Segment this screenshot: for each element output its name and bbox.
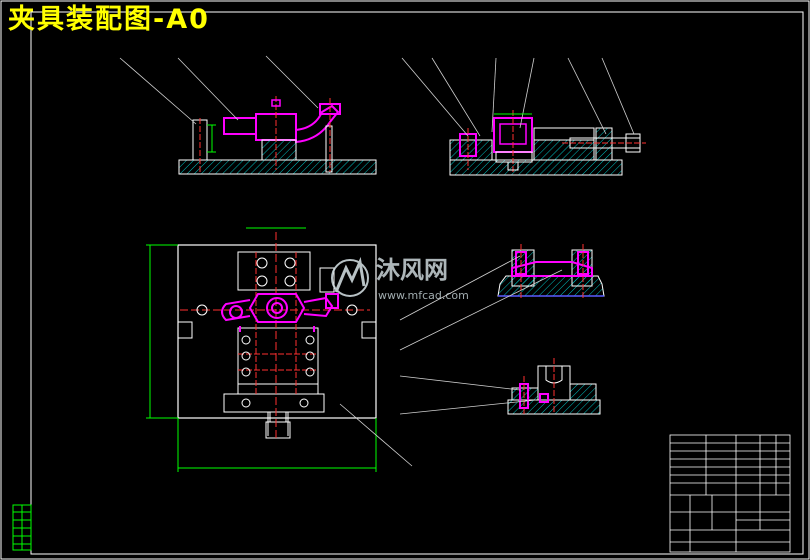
inner-frame <box>30 11 804 555</box>
knob <box>265 421 291 439</box>
leader-line <box>399 375 521 391</box>
top-view <box>146 227 413 472</box>
leader-line <box>401 57 469 137</box>
clamp-arm <box>223 117 257 135</box>
front-view <box>119 55 377 175</box>
workpiece-arm <box>295 104 340 144</box>
leader-line <box>519 57 535 129</box>
watermark-brand: 沐风网 <box>376 256 448 284</box>
leader-line <box>491 57 497 133</box>
leader-line <box>399 399 537 415</box>
side-view <box>401 57 646 176</box>
title-block <box>669 434 791 553</box>
drawing-title: 夹具装配图-A0 <box>8 4 210 35</box>
base-plate-section <box>449 159 623 176</box>
upper-block <box>237 251 311 291</box>
leader-line <box>119 57 197 125</box>
leader-line <box>339 403 413 467</box>
leader-line <box>399 269 563 351</box>
leader-line <box>399 255 521 321</box>
mfcad-logo-icon <box>331 256 369 297</box>
pin-support <box>325 125 333 173</box>
leader-line <box>177 57 239 121</box>
workpiece-top <box>221 293 339 332</box>
leader-line <box>265 55 319 109</box>
base-plate-section <box>178 159 377 175</box>
watermark-url: www.mfcad.com <box>378 289 469 302</box>
section-view-upper <box>399 244 605 351</box>
locating-block <box>261 139 297 161</box>
binding-margin-block <box>12 504 32 551</box>
leader-line <box>567 57 607 135</box>
leader-line <box>601 57 635 135</box>
leader-line <box>431 57 481 137</box>
section-view-lower <box>399 358 601 415</box>
